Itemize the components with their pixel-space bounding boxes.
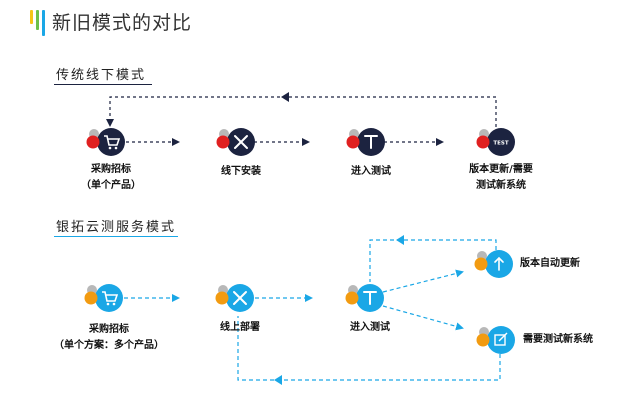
- new-node-3-label: 进入测试: [350, 322, 390, 333]
- page-title: 新旧模式的对比: [52, 12, 193, 34]
- upload-icon: [494, 256, 504, 271]
- old-node-3-label: 进入测试: [351, 166, 391, 177]
- old-mode-title: 传统线下模式: [56, 68, 147, 83]
- old-node-2: [216, 128, 255, 156]
- new-node-1-label: 采购招标 （单个方案：多个产品）: [54, 324, 164, 351]
- new-mode-underline: [54, 236, 178, 237]
- old-mode-connectors: [106, 96, 497, 146]
- old-loop-arrowhead: [281, 92, 289, 102]
- old-node-3: [346, 128, 385, 156]
- old-node-4: TEST: [476, 128, 515, 156]
- accent-bar-yellow: [30, 10, 33, 24]
- new-loop-top-arrowhead: [396, 235, 404, 245]
- test-badge-icon: TEST: [493, 141, 508, 147]
- new-node-5-label: 需要测试新系统: [523, 334, 593, 345]
- old-mode-underline: [54, 84, 152, 85]
- test-tube-icon: [364, 135, 378, 149]
- new-node-2-label: 线上部署: [220, 322, 260, 333]
- old-node-2-label: 线下安装: [221, 166, 261, 177]
- tools-icon: [233, 291, 247, 305]
- old-node-1: [86, 128, 125, 156]
- old-loop-back: [106, 96, 497, 127]
- new-loop-bottom: [237, 316, 501, 381]
- cart-icon: [104, 135, 121, 150]
- tools-icon: [234, 135, 248, 149]
- new-arrow-3: [382, 269, 464, 293]
- new-node-3: [345, 284, 384, 312]
- new-mode-title: 银拓云测服务模式: [56, 220, 177, 235]
- new-node-4: [474, 250, 513, 278]
- old-node-4-label: 版本更新/需要 测试新系统: [469, 164, 533, 191]
- new-loop-bottom-arrowhead: [274, 375, 282, 385]
- old-node-1-label: 采购招标 （单个产品）: [81, 164, 141, 191]
- test-tube-icon: [363, 291, 377, 305]
- new-mode-connectors: [124, 239, 501, 381]
- edit-icon: [494, 332, 508, 346]
- new-node-5: [476, 326, 515, 354]
- accent-bar-blue: [42, 10, 45, 36]
- new-node-4-label: 版本自动更新: [520, 258, 580, 269]
- cart-icon: [102, 291, 119, 306]
- new-node-2: [215, 284, 254, 312]
- accent-bar-green: [36, 10, 39, 30]
- new-loop-top: [369, 239, 497, 282]
- new-node-1: [84, 284, 123, 312]
